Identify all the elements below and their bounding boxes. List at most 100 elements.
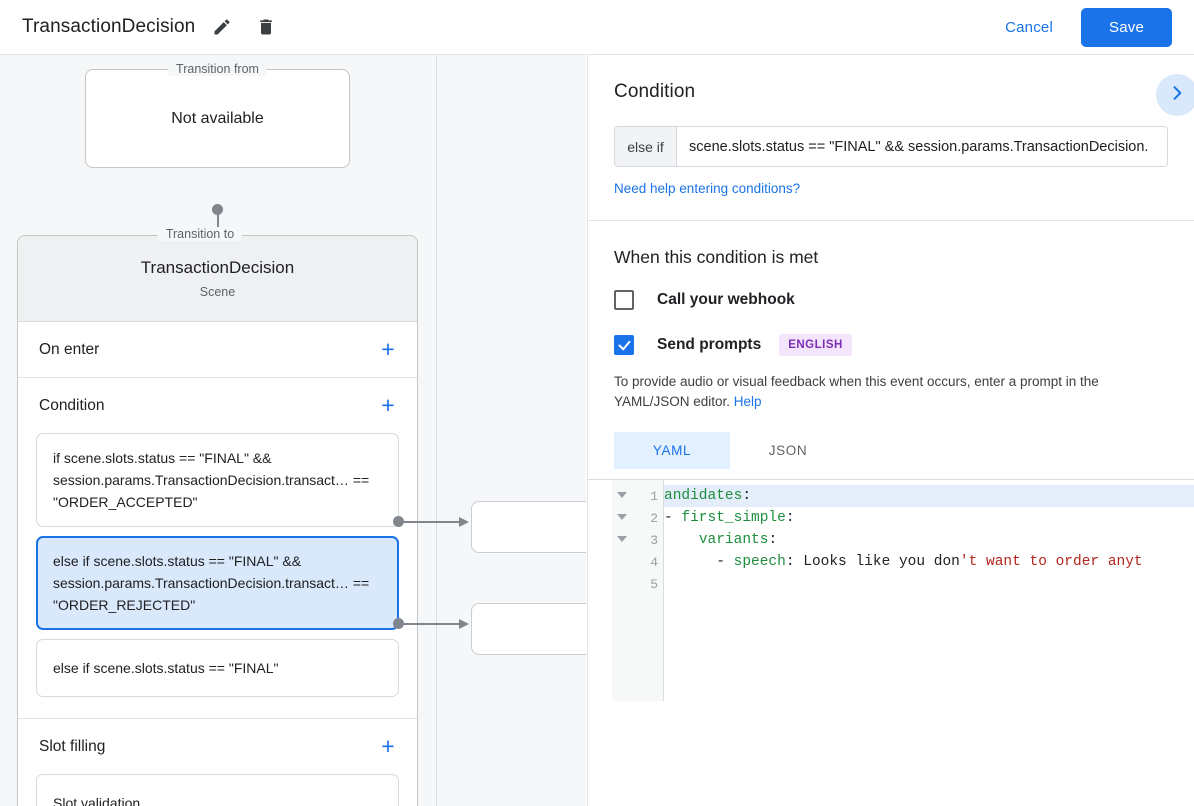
condition-list: if scene.slots.status == "FINAL" && sess… bbox=[18, 433, 417, 718]
top-bar: TransactionDecision Cancel Save bbox=[0, 0, 1194, 55]
condition-input[interactable] bbox=[677, 127, 1167, 166]
prompts-description-text: To provide audio or visual feedback when… bbox=[614, 374, 1099, 409]
detail-panel: Condition else if Need help entering con… bbox=[587, 55, 1194, 806]
gutter-line[interactable]: 3 bbox=[612, 529, 663, 551]
target-node-accepted[interactable] bbox=[471, 501, 586, 553]
condition-item-accepted[interactable]: if scene.slots.status == "FINAL" && sess… bbox=[36, 433, 399, 527]
code-token: Looks like you don bbox=[803, 554, 960, 570]
section-slot-filling-header: Slot filling + bbox=[18, 719, 417, 774]
code-token: speech bbox=[733, 554, 786, 570]
connector-rejected-line bbox=[403, 623, 460, 625]
flow-canvas[interactable]: Transition from Not available Transition… bbox=[0, 55, 586, 806]
line-number: 5 bbox=[650, 576, 658, 592]
slot-filling-list: Slot validation bbox=[18, 774, 417, 806]
trash-icon bbox=[256, 17, 276, 37]
code-token: andidates bbox=[664, 488, 743, 504]
tab-json[interactable]: JSON bbox=[768, 443, 808, 458]
prompts-help-link[interactable]: Help bbox=[733, 394, 762, 409]
line-number: 3 bbox=[650, 532, 658, 548]
editor-inner: 1 2 3 4 5 bbox=[612, 480, 1194, 701]
send-prompts-checkbox[interactable] bbox=[614, 335, 634, 355]
section-condition-header: Condition + bbox=[18, 378, 417, 433]
language-badge: ENGLISH bbox=[779, 334, 852, 356]
yaml-editor[interactable]: 1 2 3 4 5 bbox=[588, 479, 1194, 701]
when-condition-met-title: When this condition is met bbox=[614, 247, 819, 267]
fold-toggle-icon[interactable] bbox=[617, 536, 627, 542]
condition-help-link[interactable]: Need help entering conditions? bbox=[614, 181, 801, 196]
editor-line[interactable] bbox=[664, 573, 1194, 595]
add-condition-button[interactable]: + bbox=[381, 392, 395, 418]
connector-accepted-dot bbox=[393, 516, 404, 527]
pencil-icon bbox=[212, 17, 232, 37]
editor-format-tabs: YAML JSON bbox=[614, 432, 1168, 469]
connector-accepted-head bbox=[459, 517, 469, 527]
line-number: 2 bbox=[650, 510, 658, 526]
gutter-line[interactable]: 2 bbox=[612, 507, 663, 529]
target-node-rejected[interactable] bbox=[471, 603, 586, 655]
chevron-right-icon bbox=[1167, 83, 1187, 108]
transition-from-card[interactable]: Transition from Not available bbox=[85, 62, 350, 168]
code-token: : bbox=[785, 554, 804, 570]
code-token: variants bbox=[698, 532, 769, 548]
transition-to-legend: Transition to bbox=[157, 227, 243, 241]
code-token bbox=[664, 532, 699, 548]
connector-rejected-dot bbox=[393, 618, 404, 629]
connector-rejected-head bbox=[459, 619, 469, 629]
fold-toggle-icon[interactable] bbox=[617, 492, 627, 498]
call-webhook-label: Call your webhook bbox=[657, 291, 795, 308]
editor-line[interactable]: andidates: bbox=[664, 485, 1194, 507]
section-on-enter: On enter + bbox=[18, 322, 417, 378]
condition-item-final[interactable]: else if scene.slots.status == "FINAL" bbox=[36, 639, 399, 697]
code-token: 't want to order anyt bbox=[959, 554, 1143, 570]
section-on-enter-header: On enter + bbox=[18, 322, 417, 377]
line-number: 4 bbox=[650, 554, 658, 570]
editor-gutter: 1 2 3 4 5 bbox=[612, 480, 664, 701]
scene-card[interactable]: TransactionDecision Scene On enter + Con… bbox=[17, 235, 418, 806]
code-token: - bbox=[664, 554, 734, 570]
connector-accepted bbox=[393, 516, 483, 528]
connector-rejected bbox=[393, 618, 483, 630]
code-token: : bbox=[785, 510, 795, 526]
code-token: : bbox=[768, 532, 778, 548]
fold-toggle-icon[interactable] bbox=[617, 514, 627, 520]
webhook-row[interactable]: Call your webhook bbox=[614, 290, 1168, 310]
send-prompts-row[interactable]: Send prompts ENGLISH bbox=[614, 334, 1168, 356]
gutter-line[interactable]: 1 bbox=[612, 485, 663, 507]
detail-panel-title: Condition bbox=[614, 81, 696, 102]
when-condition-met-section: When this condition is met Call your web… bbox=[588, 221, 1194, 701]
editor-line[interactable]: - speech: Looks like you don't want to o… bbox=[664, 551, 1194, 573]
section-on-enter-title: On enter bbox=[39, 340, 100, 358]
transition-from-legend: Transition from bbox=[168, 62, 267, 76]
scene-name: TransactionDecision bbox=[140, 258, 295, 277]
condition-input-group[interactable]: else if bbox=[614, 126, 1168, 167]
canvas-guide-line bbox=[436, 55, 437, 806]
editor-code-area[interactable]: andidates:- first_simple: variants: - sp… bbox=[664, 480, 1194, 701]
prompts-description: To provide audio or visual feedback when… bbox=[614, 372, 1168, 412]
condition-header-section: Condition else if Need help entering con… bbox=[588, 55, 1194, 221]
condition-prefix-label: else if bbox=[615, 127, 677, 166]
code-token: first_simple bbox=[681, 510, 786, 526]
gutter-line[interactable]: 5 bbox=[612, 573, 663, 595]
slot-validation-item[interactable]: Slot validation bbox=[36, 774, 399, 806]
code-token: : bbox=[742, 488, 752, 504]
edit-name-button[interactable] bbox=[205, 10, 239, 44]
add-on-enter-button[interactable]: + bbox=[381, 336, 395, 362]
cancel-button[interactable]: Cancel bbox=[989, 10, 1069, 45]
editor-line[interactable]: variants: bbox=[664, 529, 1194, 551]
condition-item-rejected[interactable]: else if scene.slots.status == "FINAL" &&… bbox=[36, 536, 399, 630]
tab-yaml[interactable]: YAML bbox=[614, 432, 730, 469]
editor-line[interactable]: - first_simple: bbox=[664, 507, 1194, 529]
gutter-line[interactable]: 4 bbox=[612, 551, 663, 573]
add-slot-filling-button[interactable]: + bbox=[381, 733, 395, 759]
save-button[interactable]: Save bbox=[1081, 7, 1172, 47]
transition-from-value: Not available bbox=[171, 109, 264, 127]
delete-button[interactable] bbox=[249, 10, 283, 44]
scene-card-header: TransactionDecision Scene bbox=[18, 236, 417, 322]
scene-type: Scene bbox=[199, 285, 236, 299]
section-condition-title: Condition bbox=[39, 396, 105, 414]
section-slot-filling: Slot filling + Slot validation bbox=[18, 719, 417, 806]
call-webhook-checkbox[interactable] bbox=[614, 290, 634, 310]
section-condition: Condition + if scene.slots.status == "FI… bbox=[18, 378, 417, 719]
section-slot-filling-title: Slot filling bbox=[39, 737, 106, 755]
collapse-panel-button[interactable] bbox=[1156, 74, 1194, 116]
